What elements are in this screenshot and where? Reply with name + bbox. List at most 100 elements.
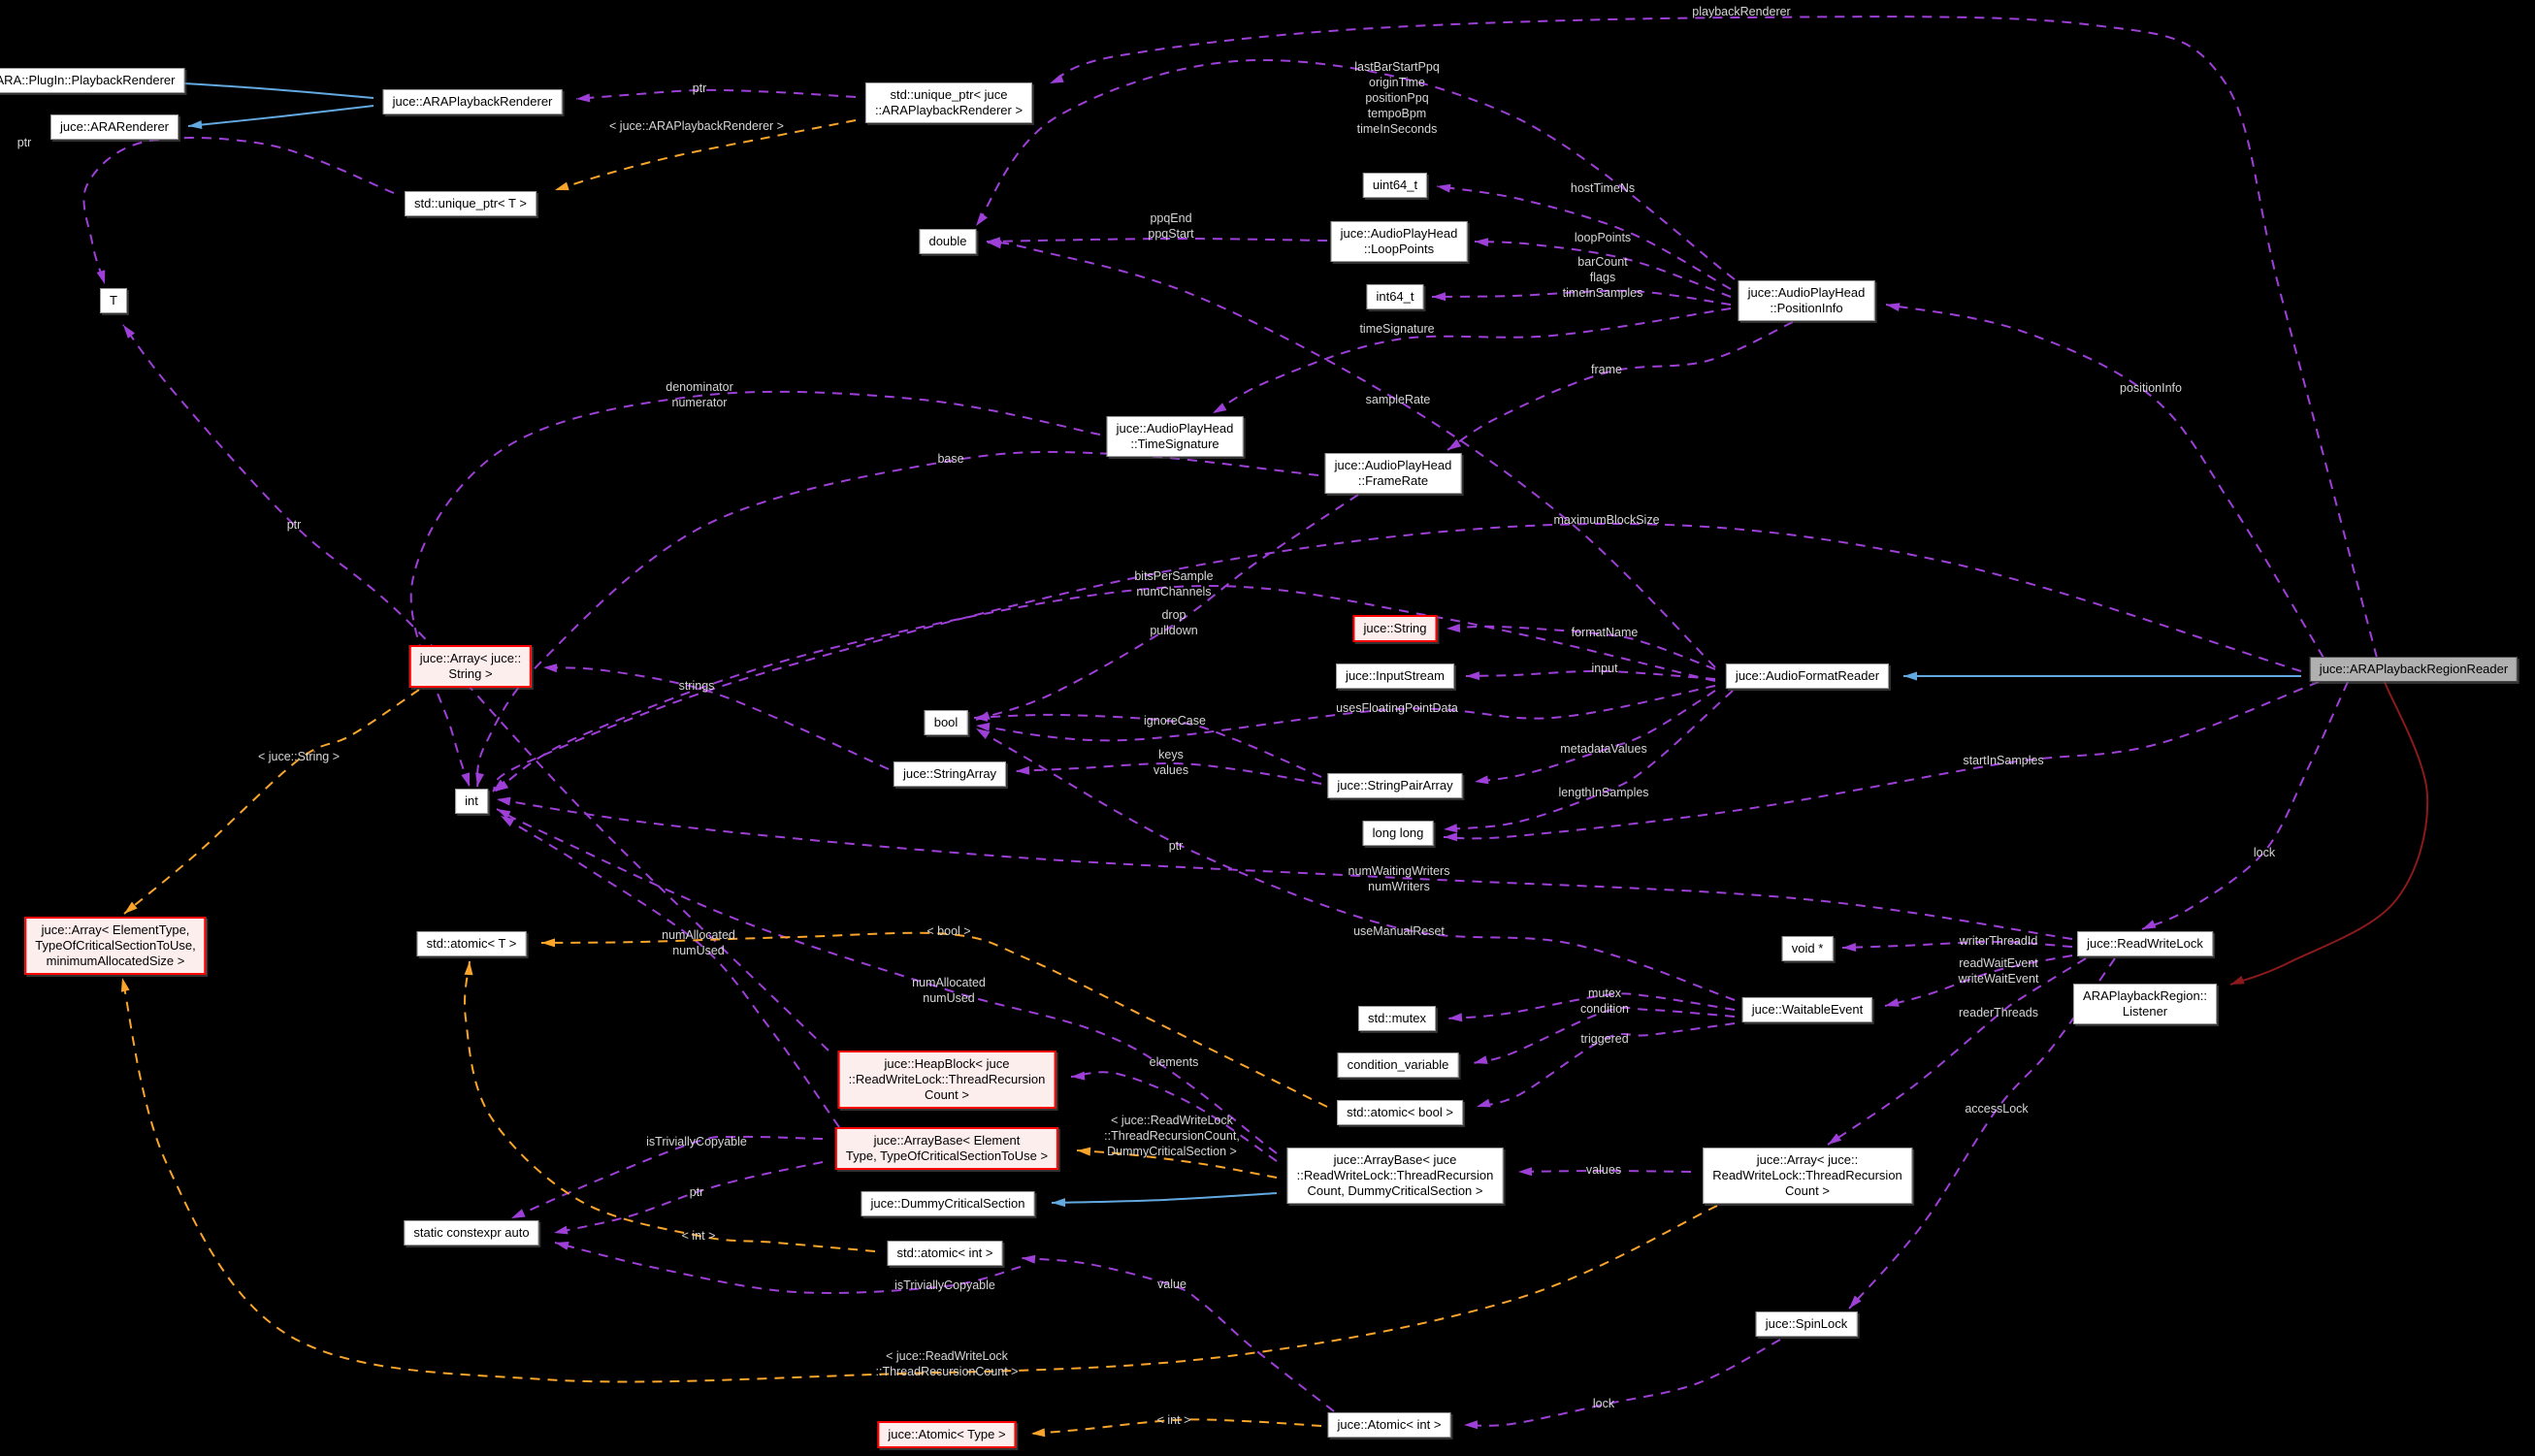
node-array-elem[interactable]: juce::Array< ElementType, TypeOfCritical…	[24, 917, 207, 975]
edge-label-accesslock: accessLock	[1965, 1102, 2029, 1116]
edge-label-usemanualreset: useManualReset	[1353, 924, 1445, 938]
edge-atomic-int-juce-atomic-int	[1021, 1257, 1335, 1412]
node-stringarray[interactable]: juce::StringArray	[893, 761, 1007, 787]
node-target[interactable]: juce::ARAPlaybackRegionReader	[2309, 657, 2519, 682]
edge-label-metadatavalues: metadataValues	[1560, 742, 1647, 756]
edge-afr-stringpairarray	[1474, 690, 1716, 783]
edge-label-ptr: ptr	[692, 81, 707, 95]
node-longlong[interactable]: long long	[1362, 821, 1434, 846]
edge-uptr-arapr-uptr-t	[554, 119, 857, 191]
node-bool[interactable]: bool	[924, 710, 968, 735]
node-heapblock[interactable]: juce::HeapBlock< juce ::ReadWriteLock::T…	[837, 1051, 1056, 1109]
edge-label-usesfloatingpointdata: usesFloatingPointData	[1336, 701, 1458, 715]
edge-label-ptr: ptr	[16, 136, 32, 149]
node-uint64[interactable]: uint64_t	[1362, 173, 1428, 198]
edge-label-triggered: triggered	[1580, 1032, 1629, 1046]
node-int64[interactable]: int64_t	[1366, 284, 1424, 309]
arrowhead-afr-longlong	[1444, 824, 1458, 833]
node-int[interactable]: int	[455, 789, 488, 814]
node-arraybase-rwl[interactable]: juce::ArrayBase< juce ::ReadWriteLock::T…	[1286, 1148, 1504, 1204]
edge-label--juce-string-: < juce::String >	[257, 750, 341, 763]
edge-afr-longlong	[1443, 690, 1734, 830]
node-static[interactable]: static constexpr auto	[404, 1220, 539, 1246]
node-spinlock[interactable]: juce::SpinLock	[1755, 1311, 1858, 1337]
node-array-rwl[interactable]: juce::Array< juce:: ReadWriteLock::Threa…	[1703, 1148, 1912, 1204]
edge-label-strings: strings	[678, 679, 715, 693]
edge-label-samplerate: sampleRate	[1365, 393, 1431, 406]
arrowhead-afr-int	[495, 780, 509, 792]
arrowhead-afr-string	[1446, 624, 1461, 632]
edge-afr-int	[494, 585, 1716, 793]
node-mutex[interactable]: std::mutex	[1358, 1006, 1436, 1031]
node-listener[interactable]: ARAPlaybackRegion:: Listener	[2073, 984, 2217, 1024]
edge-afr-double	[987, 241, 1716, 668]
node-loop-points[interactable]: juce::AudioPlayHead ::LoopPoints	[1330, 221, 1468, 262]
arrowhead-araplaybackrenderer-juce-ararenderer	[188, 120, 203, 129]
node-atomic-type[interactable]: juce::Atomic< Type >	[877, 1421, 1017, 1448]
arrowhead-afr-double	[988, 240, 1002, 249]
arrowhead-target-afr	[1903, 671, 1917, 681]
edge-label--bool-: < bool >	[926, 924, 971, 938]
edge-rwlock-spinlock	[1848, 957, 2116, 1310]
edge-positioninfo-framerate	[1446, 321, 1794, 451]
node-t[interactable]: T	[100, 288, 127, 313]
node-voidptr[interactable]: void *	[1781, 936, 1834, 961]
node-condvar[interactable]: condition_variable	[1337, 1052, 1459, 1078]
node-juce-ararenderer[interactable]: juce::ARARenderer	[50, 114, 179, 140]
node-uptr-arapr[interactable]: std::unique_ptr< juce ::ARAPlaybackRende…	[864, 82, 1033, 123]
node-string[interactable]: juce::String	[1352, 615, 1438, 642]
node-timesignature[interactable]: juce::AudioPlayHead ::TimeSignature	[1106, 416, 1244, 457]
edge-loop-points-double	[986, 237, 1328, 243]
arrowhead-stringpairarray-stringarray	[1016, 765, 1030, 775]
edge-label--juce-araplaybackrenderer-: < juce::ARAPlaybackRenderer >	[609, 119, 784, 133]
node-atomic-bool[interactable]: std::atomic< bool >	[1337, 1100, 1463, 1125]
edge-afr-bool	[975, 685, 1716, 742]
edge-label-istriviallycopyable: isTriviallyCopyable	[894, 1278, 995, 1292]
node-atomic-t[interactable]: std::atomic< T >	[416, 931, 527, 956]
edge-uptr-arapr-araplaybackrenderer	[575, 88, 857, 100]
edge-label-positioninfo: positionInfo	[2120, 381, 2182, 395]
node-stringpairarray[interactable]: juce::StringPairArray	[1327, 773, 1463, 798]
arrowhead-target-longlong	[1444, 832, 1458, 842]
node-dummycs[interactable]: juce::DummyCriticalSection	[861, 1191, 1035, 1216]
arrowhead-stringarray-array-string	[543, 663, 558, 673]
edge-rwlock-voidptr	[1841, 940, 2073, 949]
arrowhead-afr-inputstream	[1466, 671, 1480, 681]
arrowhead-target-uptr-arapr	[1050, 74, 1064, 83]
node-ara-plugin-playbackrenderer[interactable]: ARA::PlugIn::PlaybackRenderer	[0, 68, 185, 93]
edge-label-denominator: denominator numerator	[666, 380, 733, 409]
arrowhead-timesignature-int	[461, 772, 470, 787]
edge-positioninfo-loop-points	[1474, 241, 1732, 298]
edge-label-writerthreadid: writerThreadId	[1959, 934, 2038, 948]
edge-arraybase-rwl-int	[496, 808, 1278, 1154]
node-framerate[interactable]: juce::AudioPlayHead ::FrameRate	[1324, 453, 1462, 494]
edge-afr-inputstream	[1465, 669, 1716, 680]
edge-label-keys: keys values	[1153, 748, 1189, 777]
edge-label-ptr: ptr	[286, 518, 302, 532]
edge-label-startinsamples: startInSamples	[1963, 754, 2044, 767]
node-arraybase-elem[interactable]: juce::ArrayBase< Element Type, TypeOfCri…	[834, 1127, 1059, 1170]
node-rwlock[interactable]: juce::ReadWriteLock	[2077, 931, 2213, 956]
node-atomic-int-juce[interactable]: juce::Atomic< int >	[1327, 1412, 1451, 1438]
edge-label-ppqend: ppqEnd ppqStart	[1148, 211, 1194, 241]
node-afr[interactable]: juce::AudioFormatReader	[1725, 663, 1890, 689]
node-waitableevent[interactable]: juce::WaitableEvent	[1741, 997, 1873, 1022]
arrowhead-target-rwlock	[2142, 920, 2157, 929]
node-inputstream[interactable]: juce::InputStream	[1336, 663, 1454, 689]
node-atomic-int[interactable]: std::atomic< int >	[887, 1241, 1003, 1266]
edge-label--int-: < int >	[1156, 1413, 1191, 1427]
node-double[interactable]: double	[919, 229, 977, 254]
arrowhead-positioninfo-double	[976, 212, 988, 226]
edge-label-lengthinsamples: lengthInSamples	[1558, 786, 1649, 799]
arrowhead-target-positioninfo	[1886, 303, 1901, 311]
node-araplaybackrenderer[interactable]: juce::ARAPlaybackRenderer	[382, 89, 563, 114]
edge-target-rwlock	[2141, 681, 2349, 930]
node-positioninfo[interactable]: juce::AudioPlayHead ::PositionInfo	[1738, 280, 1875, 321]
node-array-string[interactable]: juce::Array< juce:: String >	[408, 645, 533, 688]
arrowhead-waitableevent-bool	[976, 728, 991, 739]
edge-atomic-int-static	[554, 1242, 1022, 1294]
node-uptr-t[interactable]: std::unique_ptr< T >	[405, 191, 536, 216]
edge-label-input: input	[1591, 662, 1618, 675]
edge-label-timesignature: timeSignature	[1359, 322, 1435, 336]
edge-label-lock: lock	[2253, 846, 2276, 859]
